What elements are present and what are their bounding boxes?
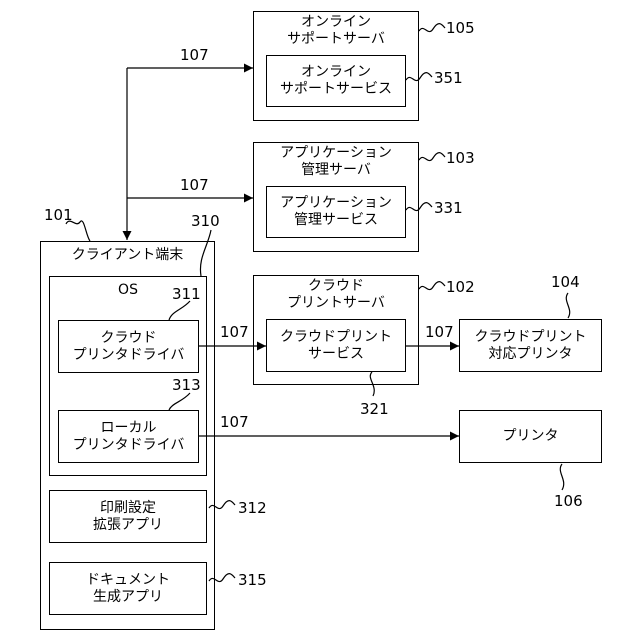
online-support-service-label: オンライン サポートサービス (280, 64, 392, 98)
leader-103 (419, 153, 445, 161)
edge-label-to-online: 107 (180, 47, 209, 64)
print-settings-extension-app-box: 印刷設定 拡張アプリ (49, 490, 207, 543)
ref-315: 315 (238, 572, 267, 589)
ref-310: 310 (191, 213, 220, 230)
leader-104 (566, 293, 569, 318)
local-printer-driver-box: ローカル プリンタドライバ (58, 410, 199, 463)
printer-box: プリンタ (459, 410, 602, 463)
print-settings-extension-app-label: 印刷設定 拡張アプリ (93, 500, 163, 534)
cloud-print-service-box: クラウドプリント サービス (266, 319, 406, 372)
ref-311: 311 (172, 286, 201, 303)
printer-label: プリンタ (503, 428, 559, 445)
local-printer-driver-label: ローカル プリンタドライバ (73, 420, 185, 454)
cloud-printer-driver-label: クラウド プリンタドライバ (73, 330, 185, 364)
ref-313: 313 (172, 377, 201, 394)
app-management-server-label: アプリケーション 管理サーバ (253, 145, 419, 179)
ref-102: 102 (446, 279, 475, 296)
leader-106 (560, 464, 563, 490)
leader-102 (419, 282, 445, 290)
ref-105: 105 (446, 20, 475, 37)
edge-label-to-app: 107 (180, 177, 209, 194)
ref-351: 351 (434, 70, 463, 87)
cloud-print-server-label: クラウド プリントサーバ (253, 278, 419, 312)
ref-331: 331 (434, 200, 463, 217)
edge-label-service-to-printer: 107 (425, 324, 454, 341)
cloud-print-printer-box: クラウドプリント 対応プリンタ (459, 319, 602, 372)
ref-103: 103 (446, 150, 475, 167)
ref-104: 104 (551, 274, 580, 291)
cloud-print-printer-label: クラウドプリント 対応プリンタ (475, 329, 587, 363)
edge-label-local-to-printer: 107 (220, 414, 249, 431)
ref-101: 101 (44, 207, 73, 224)
ref-106: 106 (554, 493, 583, 510)
edge-label-driver-to-service: 107 (220, 324, 249, 341)
app-management-service-box: アプリケーション 管理サービス (266, 186, 406, 238)
document-generation-app-label: ドキュメント 生成アプリ (86, 572, 170, 606)
document-generation-app-box: ドキュメント 生成アプリ (49, 562, 207, 615)
ref-312: 312 (238, 500, 267, 517)
online-support-server-label: オンライン サポートサーバ (253, 14, 419, 48)
leader-105 (419, 24, 445, 32)
app-management-service-label: アプリケーション 管理サービス (280, 195, 392, 229)
ref-321: 321 (360, 401, 389, 418)
os-label: OS (108, 282, 148, 299)
cloud-printer-driver-box: クラウド プリンタドライバ (58, 320, 199, 373)
cloud-print-service-label: クラウドプリント サービス (280, 329, 392, 363)
client-terminal-label: クライアント端末 (40, 247, 215, 264)
online-support-service-box: オンライン サポートサービス (266, 55, 406, 107)
